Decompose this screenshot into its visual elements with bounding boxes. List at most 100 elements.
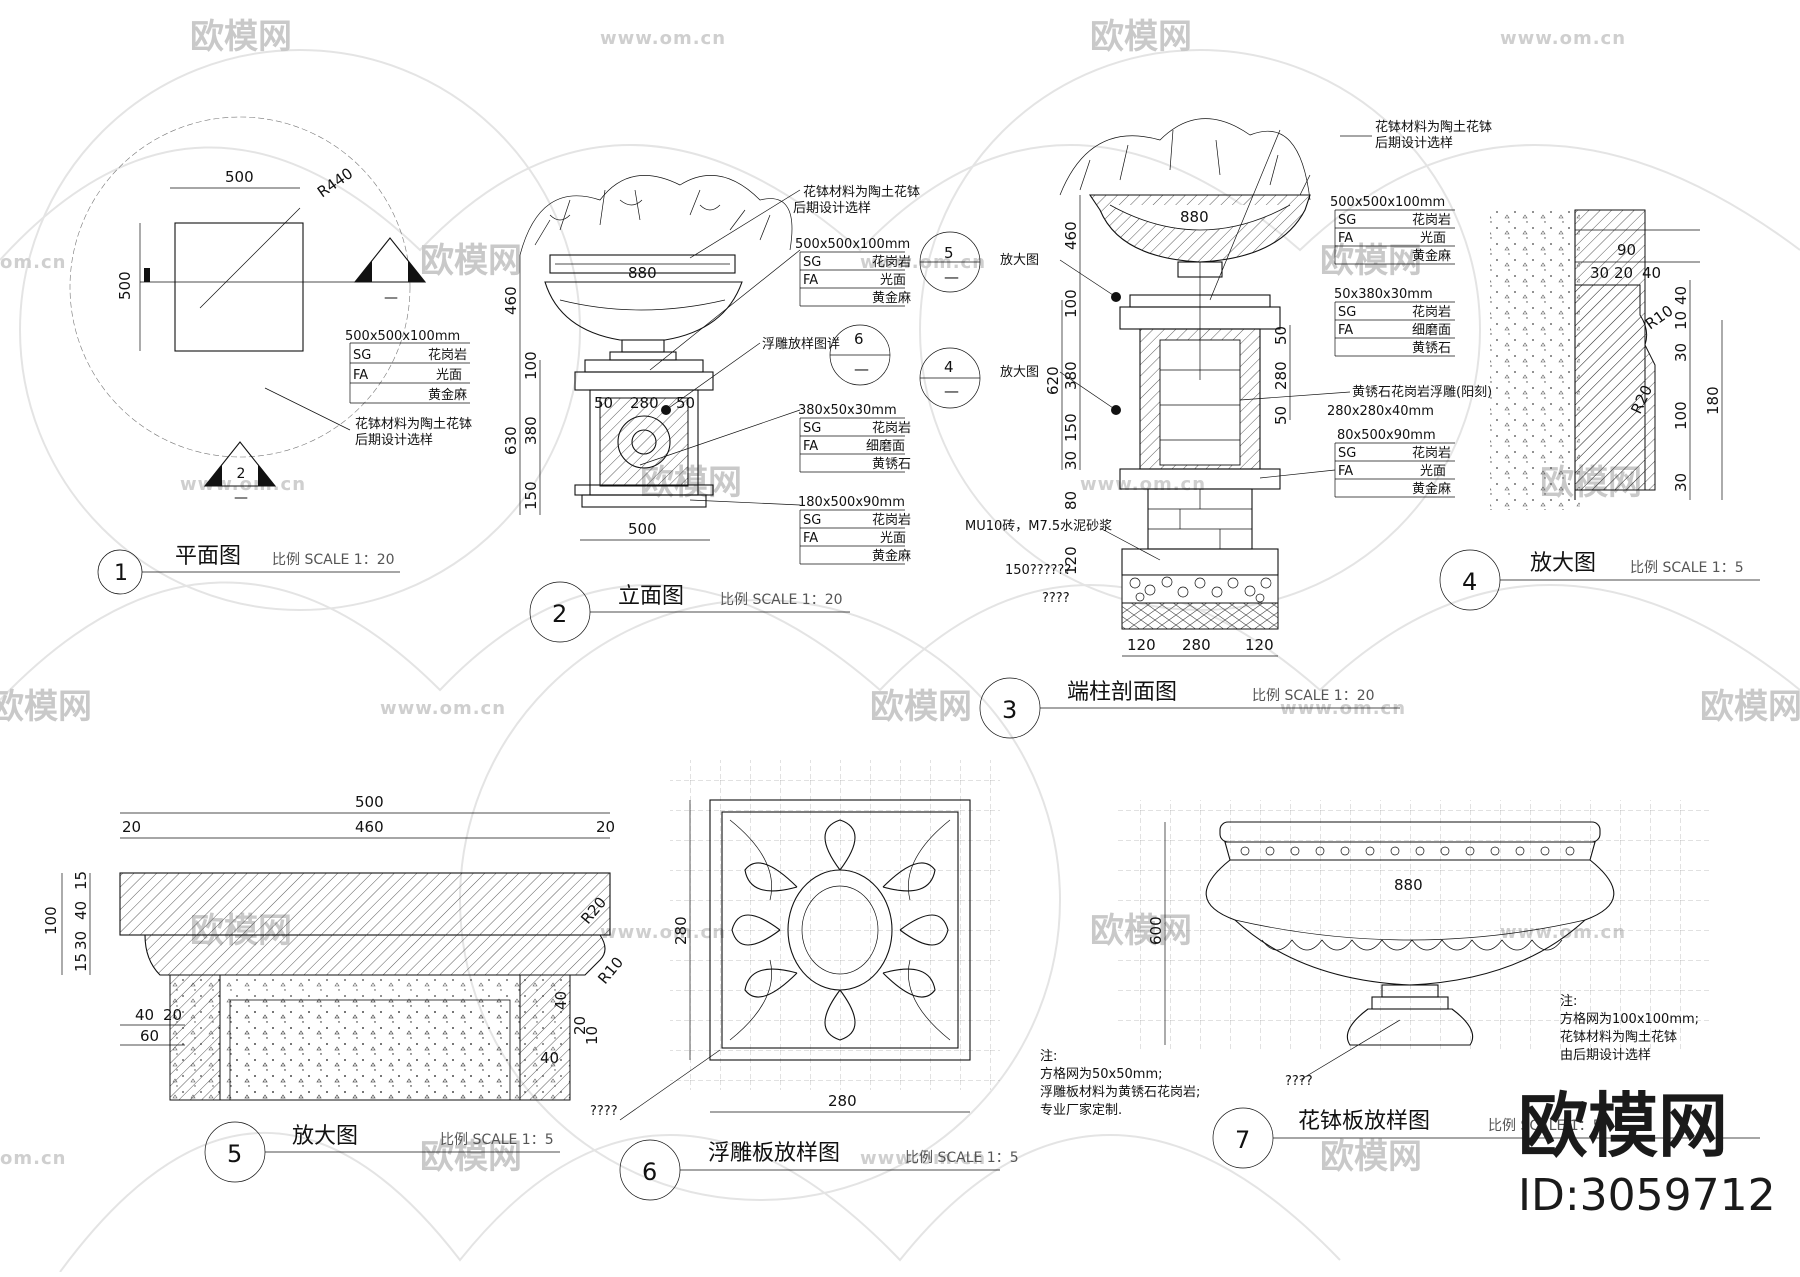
enlarge-label: 放大图 (1000, 253, 1039, 268)
drawing-scale: 比例 SCALE 1：5 (1488, 1118, 1602, 1134)
spec-table: 180x500x90mm SG 花岗岩 FA 光面 黄金麻 (798, 495, 911, 565)
svg-text:100: 100 (42, 906, 60, 935)
note-line: 后期设计选样 (793, 201, 871, 216)
drawing-scale: 比例 SCALE 1：5 (440, 1132, 554, 1148)
dim: 460 (502, 286, 520, 315)
unknown-label: 150?????? (1005, 563, 1071, 578)
dim: 630 (502, 426, 520, 455)
svg-text:500: 500 (355, 793, 384, 811)
svg-text:280: 280 (1272, 361, 1290, 390)
svg-text:120: 120 (1127, 636, 1156, 654)
watermark-url: www.om.cn (1500, 28, 1626, 49)
svg-text:光面: 光面 (1420, 464, 1446, 479)
drawing-scale: 比例 SCALE 1：20 (1252, 688, 1375, 704)
svg-text:500x500x100mm: 500x500x100mm (795, 237, 910, 252)
svg-text:花岗岩: 花岗岩 (872, 512, 911, 528)
title-number: 6 (642, 1158, 657, 1186)
dim: 50 (594, 394, 613, 412)
watermark-brand: 欧模网 (0, 687, 92, 727)
svg-text:40: 40 (1672, 286, 1690, 305)
callout-number: 5 (944, 244, 954, 262)
brand-stamp: 欧模网 ID:3059712 (1518, 1085, 1776, 1221)
title-number: 5 (227, 1140, 242, 1168)
svg-text:120: 120 (1062, 546, 1080, 575)
drawing-title: 放大图 (292, 1124, 358, 1149)
svg-text:注:: 注: (1560, 994, 1577, 1009)
svg-text:620: 620 (1044, 366, 1062, 395)
enlarge-label: 放大图 (1000, 365, 1039, 380)
dim: 100 (522, 351, 540, 380)
section-num: 2 (237, 466, 246, 482)
svg-text:黄金麻: 黄金麻 (872, 548, 911, 564)
drawing-5-detail: 500 460 20 20 100 15 40 30 15 R20 R10 40… (42, 793, 627, 1183)
spec-table: 500x500x100mm SG 花岗岩 FA 光面 黄金麻 (1330, 195, 1455, 265)
watermark-url-frag: om.cn (0, 252, 66, 273)
svg-text:380: 380 (1062, 361, 1080, 390)
watermark-brand: 欧模网 (1320, 241, 1422, 281)
svg-text:黄锈石: 黄锈石 (872, 457, 911, 472)
svg-text:花岗岩: 花岗岩 (1412, 212, 1451, 228)
watermark-url: www.om.cn (380, 698, 506, 719)
dim: 380 (522, 416, 540, 445)
relief-label: 浮雕放样图详 (762, 337, 840, 352)
svg-text:光面: 光面 (880, 273, 906, 288)
callout-dash: — (944, 382, 959, 400)
svg-text:40: 40 (135, 1006, 154, 1024)
svg-text:180: 180 (1704, 386, 1722, 415)
svg-text:50: 50 (1272, 326, 1290, 345)
svg-text:黄金麻: 黄金麻 (1412, 248, 1451, 264)
spec-value: 花岗岩 (428, 347, 467, 363)
svg-text:FA: FA (803, 273, 818, 288)
drawing-title: 放大图 (1530, 551, 1596, 576)
relief-size: 280x280x40mm (1327, 404, 1434, 419)
svg-text:FA: FA (803, 531, 818, 546)
svg-text:30: 30 (1590, 264, 1609, 282)
svg-text:专业厂家定制.: 专业厂家定制. (1040, 1102, 1122, 1118)
dim-width: 500 (225, 168, 254, 186)
section-dash: — (234, 490, 248, 506)
svg-text:180x500x90mm: 180x500x90mm (798, 495, 905, 510)
spec-table: 380x50x30mm SG 花岗岩 FA 细磨面 黄锈石 (798, 403, 911, 473)
svg-text:100: 100 (1672, 401, 1690, 430)
note-line: 花钵材料为陶土花钵 (355, 416, 472, 432)
svg-text:SG: SG (803, 513, 821, 528)
callout-dash: — (944, 268, 959, 286)
note-line: 花钵材料为陶土花钵 (1375, 119, 1492, 135)
svg-text:100: 100 (1062, 289, 1080, 318)
svg-text:50: 50 (1272, 406, 1290, 425)
spec-table: 80x500x90mm SG 花岗岩 FA 光面 黄金麻 (1334, 428, 1455, 498)
watermark-brand: 欧模网 (420, 1137, 522, 1177)
svg-text:280: 280 (828, 1092, 857, 1110)
spec-table: 500x500x100mm SG 花岗岩 FA 光面 黄金麻 (795, 237, 911, 307)
watermark-brand: 欧模网 (190, 17, 292, 57)
model-id: ID:3059712 (1518, 1170, 1776, 1221)
svg-text:40: 40 (72, 901, 90, 920)
drawing-scale: 比例 SCALE 1：20 (272, 552, 395, 568)
dim: 500 (628, 520, 657, 538)
watermark-url-frag: om.cn (0, 1148, 66, 1169)
watermark-layer: 欧模网 www.om.cn 欧模网 www.om.cn om.cn 欧模网 ww… (0, 17, 1800, 1177)
svg-text:花岗岩: 花岗岩 (1412, 445, 1451, 461)
spec-code: SG (353, 348, 371, 363)
title-number: 1 (114, 561, 128, 586)
note-line: 后期设计选样 (355, 433, 433, 448)
svg-text:280: 280 (1182, 636, 1211, 654)
spec-value: 黄金麻 (428, 387, 467, 403)
dim-height: 500 (116, 271, 134, 300)
relief-flower (729, 819, 951, 1041)
dim: 150 (522, 481, 540, 510)
svg-text:黄锈石: 黄锈石 (1412, 341, 1451, 356)
svg-text:SG: SG (1338, 213, 1356, 228)
svg-text:15: 15 (72, 953, 90, 972)
watermark-url: www.om.cn (1280, 698, 1406, 719)
unknown-label: ???? (1285, 1074, 1313, 1089)
svg-text:光面: 光面 (1420, 231, 1446, 246)
note-line: 后期设计选样 (1375, 136, 1453, 151)
drawing-4-detail: 90 30 20 40 40 10 30 100 30 180 R10 R20 … (1439, 209, 1760, 611)
drawing-2-elevation: 花钵材料为陶土花钵 后期设计选样 浮雕放样图详 460 100 380 630 … (502, 175, 981, 643)
svg-text:20: 20 (571, 1016, 589, 1035)
svg-text:500x500x100mm: 500x500x100mm (1330, 195, 1445, 210)
callout-number: 4 (944, 358, 954, 376)
title-number: 7 (1235, 1126, 1250, 1154)
